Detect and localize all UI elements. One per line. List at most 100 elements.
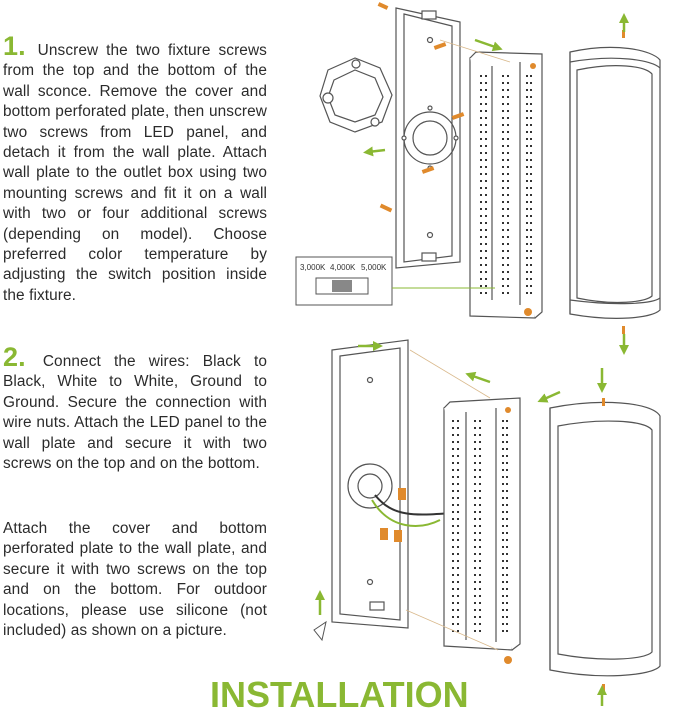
arrows-top (363, 13, 629, 355)
led-chip (506, 441, 508, 443)
led-chip (457, 490, 459, 492)
led-chip (474, 497, 476, 499)
led-chip (474, 504, 476, 506)
led-chip (485, 187, 487, 189)
led-chip (526, 110, 528, 112)
led-chip (502, 630, 504, 632)
led-chip (479, 462, 481, 464)
led-chip (526, 187, 528, 189)
led-chip (480, 194, 482, 196)
screws-top (377, 2, 625, 334)
color-temperature-switch: 3,000K 4,000K 5,000K (295, 256, 495, 306)
led-chip (457, 595, 459, 597)
led-chip (506, 532, 508, 534)
led-chip (526, 159, 528, 161)
led-chip (452, 623, 454, 625)
led-chip (502, 602, 504, 604)
led-chip (526, 180, 528, 182)
led-chip (526, 138, 528, 140)
led-chip (457, 623, 459, 625)
led-chip (452, 609, 454, 611)
step-1-number: 1. (3, 31, 26, 61)
led-chip (480, 82, 482, 84)
led-chip (502, 497, 504, 499)
led-chip (480, 180, 482, 182)
led-chip (530, 285, 532, 287)
led-chip (480, 201, 482, 203)
led-chip (457, 455, 459, 457)
led-chip (502, 75, 504, 77)
led-chip (502, 82, 504, 84)
led-chip (457, 483, 459, 485)
led-chip (502, 546, 504, 548)
led-chip (485, 96, 487, 98)
led-chip (474, 490, 476, 492)
led-panel-installed (443, 397, 521, 651)
led-chip (474, 420, 476, 422)
led-chip (530, 250, 532, 252)
led-chip (526, 124, 528, 126)
led-chip (480, 243, 482, 245)
led-chip (457, 532, 459, 534)
led-chip (474, 630, 476, 632)
led-chip (507, 215, 509, 217)
led-chip (480, 250, 482, 252)
led-chip (530, 229, 532, 231)
led-chip (507, 173, 509, 175)
led-chip (506, 539, 508, 541)
led-chip (485, 82, 487, 84)
led-chip (479, 588, 481, 590)
led-chip (485, 152, 487, 154)
led-chip (507, 152, 509, 154)
led-chip (507, 236, 509, 238)
led-chip (480, 166, 482, 168)
led-chip (457, 588, 459, 590)
led-chip (530, 180, 532, 182)
led-chip (502, 145, 504, 147)
led-chip (457, 476, 459, 478)
outlet-box (319, 57, 393, 133)
led-chip (530, 208, 532, 210)
led-chip (480, 159, 482, 161)
led-chip (506, 567, 508, 569)
led-chip (502, 229, 504, 231)
led-chip (474, 434, 476, 436)
led-chip (480, 110, 482, 112)
led-chip (479, 420, 481, 422)
led-chip (502, 124, 504, 126)
led-chip (526, 236, 528, 238)
led-chip (507, 229, 509, 231)
led-chip (502, 616, 504, 618)
led-chip (507, 96, 509, 98)
led-chip (502, 448, 504, 450)
led-chip (485, 271, 487, 273)
led-chip (479, 511, 481, 513)
led-chip (479, 630, 481, 632)
led-chip (457, 434, 459, 436)
led-chip (485, 292, 487, 294)
led-chip (530, 236, 532, 238)
led-chip (506, 609, 508, 611)
led-chip (526, 285, 528, 287)
led-chip (480, 131, 482, 133)
led-chip (507, 264, 509, 266)
led-chip (474, 518, 476, 520)
led-chip (506, 595, 508, 597)
led-chip (506, 553, 508, 555)
led-chip (502, 103, 504, 105)
led-chip (474, 525, 476, 527)
led-chip (526, 222, 528, 224)
led-chip (506, 602, 508, 604)
led-chip (479, 455, 481, 457)
led-chip (480, 285, 482, 287)
led-chip (502, 455, 504, 457)
led-chip (452, 497, 454, 499)
led-chip (526, 173, 528, 175)
led-chip (480, 264, 482, 266)
led-chip (507, 250, 509, 252)
installation-title: INSTALLATION (210, 674, 469, 715)
led-chip (474, 588, 476, 590)
led-chip (452, 525, 454, 527)
led-chip (526, 208, 528, 210)
led-chip (480, 187, 482, 189)
